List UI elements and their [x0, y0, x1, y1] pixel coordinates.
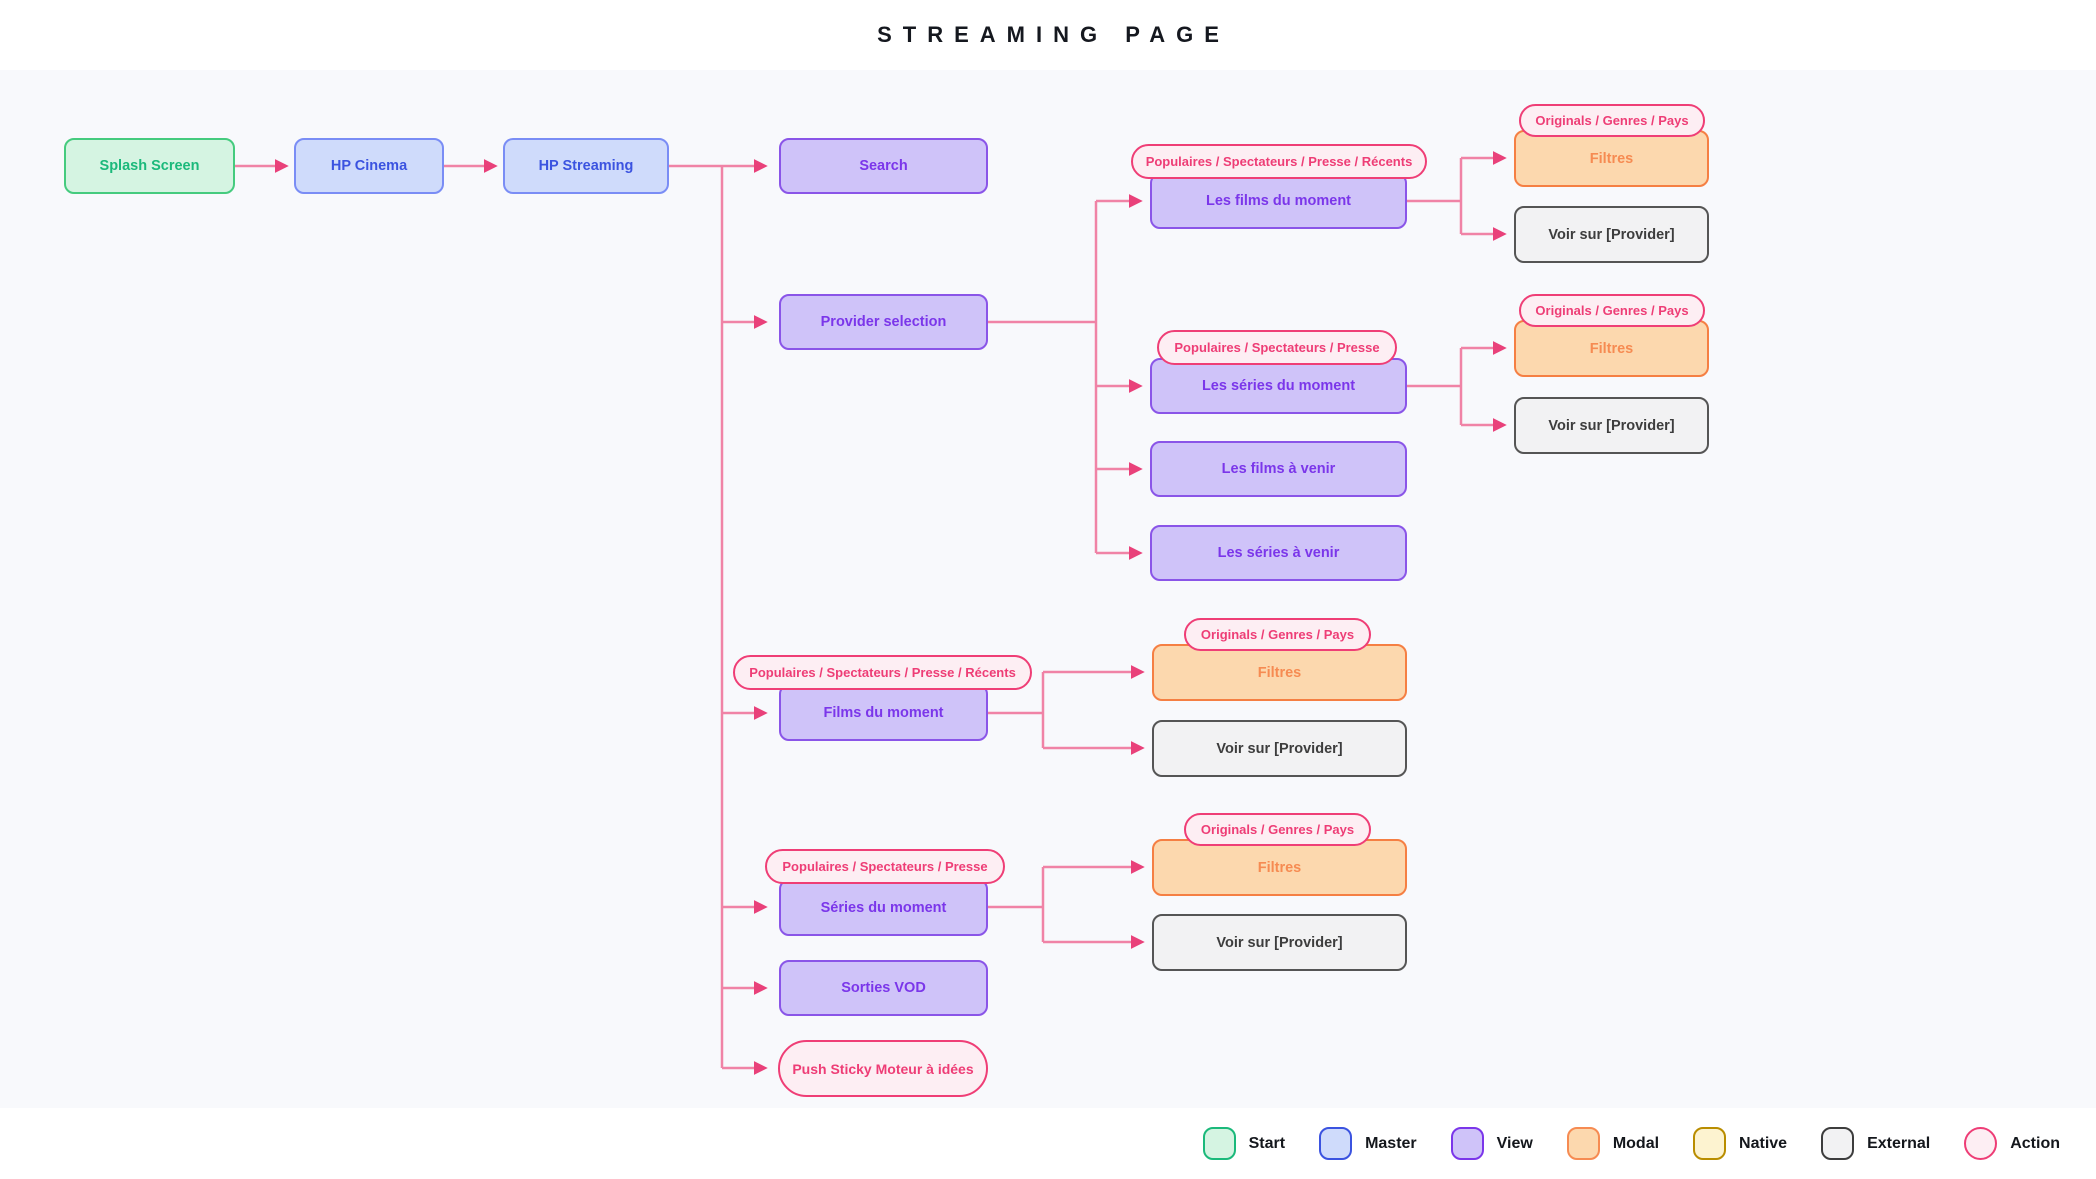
page-title: STREAMING PAGE: [877, 22, 1230, 47]
legend-item-modal: Modal: [1566, 1127, 1660, 1160]
legend-item-action: Action: [1964, 1127, 2060, 1160]
legend-label-native: Native: [1739, 1134, 1788, 1152]
badge-populaires-spectateurs-presse[interactable]: Populaires / Spectateurs / Presse: [1157, 330, 1397, 365]
legend-item-native: Native: [1693, 1127, 1787, 1160]
legend-label-action: Action: [2010, 1134, 2060, 1152]
legend-label-start: Start: [1248, 1134, 1286, 1152]
node-search[interactable]: Search: [779, 138, 988, 194]
node-filtres[interactable]: Filtres: [1514, 320, 1709, 377]
legend-label-modal: Modal: [1612, 1134, 1660, 1152]
legend-swatch-native: [1693, 1127, 1727, 1160]
node-voir-sur-provider[interactable]: Voir sur [Provider]: [1152, 914, 1407, 971]
node-films-du-moment[interactable]: Films du moment: [779, 684, 988, 741]
legend-item-start: Start: [1202, 1127, 1286, 1160]
node-provider-selection[interactable]: Provider selection: [779, 294, 988, 350]
legend-item-view: View: [1450, 1127, 1533, 1160]
legend-swatch-start: [1202, 1127, 1236, 1160]
node-voir-sur-provider[interactable]: Voir sur [Provider]: [1514, 206, 1709, 263]
legend-item-external: External: [1821, 1127, 1930, 1160]
node-hp-cinema[interactable]: HP Cinema: [294, 138, 444, 194]
legend-swatch-master: [1319, 1127, 1353, 1160]
badge-populaires-spectateurs-presse[interactable]: Populaires / Spectateurs / Presse: [765, 849, 1005, 884]
badge-originals-genres-pays[interactable]: Originals / Genres / Pays: [1519, 294, 1705, 327]
node-splash-screen[interactable]: Splash Screen: [64, 138, 235, 194]
node-push-sticky-moteur-a-idees[interactable]: Push Sticky Moteur à idées: [778, 1040, 988, 1097]
node-sorties-vod[interactable]: Sorties VOD: [779, 960, 988, 1016]
badge-originals-genres-pays[interactable]: Originals / Genres / Pays: [1519, 104, 1705, 137]
node-voir-sur-provider[interactable]: Voir sur [Provider]: [1152, 720, 1407, 777]
legend-swatch-modal: [1566, 1127, 1600, 1160]
node-les-series-a-venir[interactable]: Les séries à venir: [1150, 525, 1407, 581]
legend-swatch-external: [1821, 1127, 1855, 1160]
node-filtres[interactable]: Filtres: [1152, 644, 1407, 701]
legend: Start Master View Modal Native External …: [1202, 1108, 2060, 1179]
badge-populaires-spectateurs-presse-recents[interactable]: Populaires / Spectateurs / Presse / Réce…: [733, 655, 1032, 690]
legend-label-master: Master: [1365, 1134, 1417, 1152]
badge-populaires-spectateurs-presse-recents[interactable]: Populaires / Spectateurs / Presse / Réce…: [1131, 144, 1427, 179]
legend-label-view: View: [1496, 1134, 1533, 1152]
legend-swatch-view: [1450, 1127, 1484, 1160]
header-band: [0, 0, 2096, 70]
legend-label-external: External: [1867, 1134, 1931, 1152]
node-les-films-du-moment[interactable]: Les films du moment: [1150, 173, 1407, 229]
connector-paths: [235, 151, 1507, 1075]
node-les-series-du-moment[interactable]: Les séries du moment: [1150, 358, 1407, 414]
node-filtres[interactable]: Filtres: [1152, 839, 1407, 896]
node-series-du-moment[interactable]: Séries du moment: [779, 879, 988, 936]
node-les-films-a-venir[interactable]: Les films à venir: [1150, 441, 1407, 497]
legend-item-master: Master: [1319, 1127, 1417, 1160]
node-filtres[interactable]: Filtres: [1514, 130, 1709, 187]
legend-swatch-action: [1964, 1127, 1998, 1160]
node-voir-sur-provider[interactable]: Voir sur [Provider]: [1514, 397, 1709, 454]
footer-band: [0, 1108, 2096, 1179]
node-hp-streaming[interactable]: HP Streaming: [503, 138, 669, 194]
badge-originals-genres-pays[interactable]: Originals / Genres / Pays: [1184, 813, 1371, 846]
badge-originals-genres-pays[interactable]: Originals / Genres / Pays: [1184, 618, 1371, 651]
